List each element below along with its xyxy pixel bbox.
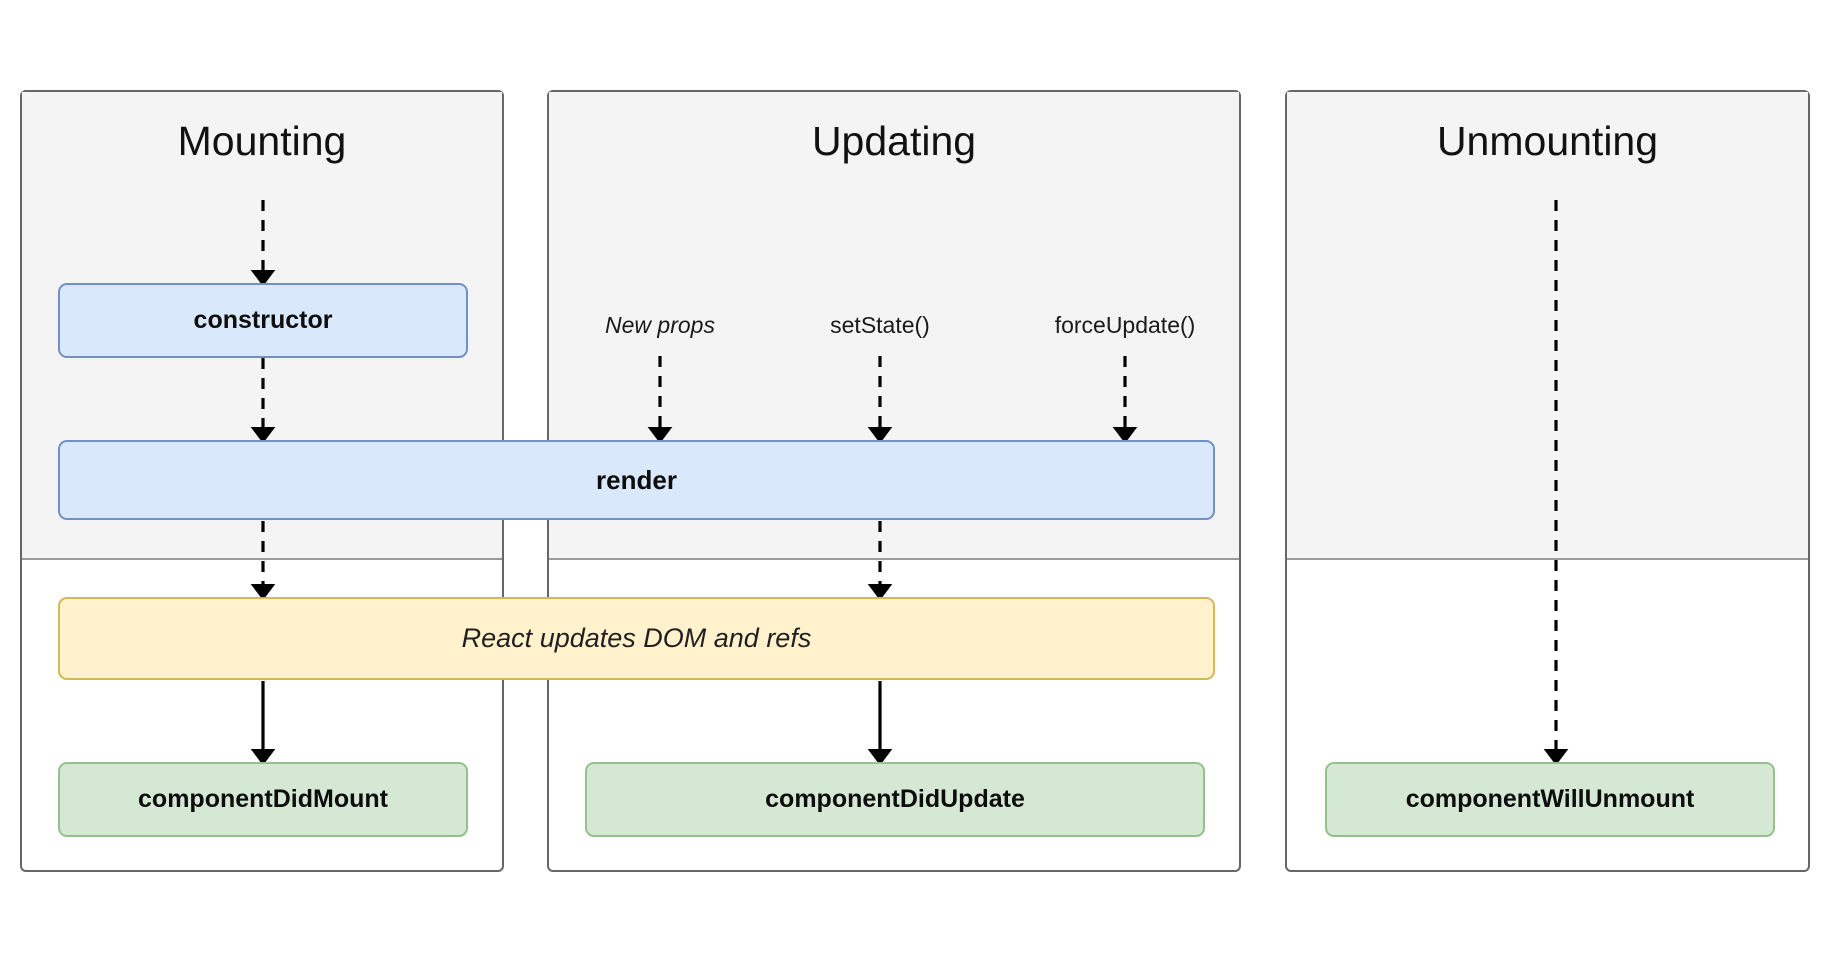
- phase-title-unmounting: Unmounting: [1436, 118, 1659, 164]
- node-constructor-label: constructor: [193, 306, 333, 334]
- node-component-will-unmount-label: componentWillUnmount: [1405, 785, 1695, 813]
- trigger-label-force-update: forceUpdate(): [1054, 312, 1196, 338]
- node-component-did-update[interactable]: componentDidUpdate: [585, 762, 1205, 837]
- trigger-label-new-props: New props: [605, 312, 715, 338]
- node-react-updates-dom-label: React updates DOM and refs: [461, 623, 812, 653]
- node-component-did-update-label: componentDidUpdate: [765, 785, 1025, 813]
- node-constructor[interactable]: constructor: [58, 283, 468, 358]
- node-render-label: render: [596, 464, 677, 495]
- node-component-will-unmount[interactable]: componentWillUnmount: [1325, 762, 1775, 837]
- trigger-label-set-state: setState(): [830, 312, 930, 338]
- node-component-did-mount-label: componentDidMount: [138, 785, 388, 813]
- phase-panel-unmounting: Unmounting: [1285, 90, 1810, 872]
- phase-title-updating: Updating: [811, 118, 977, 164]
- node-react-updates-dom[interactable]: React updates DOM and refs: [58, 597, 1215, 680]
- node-render[interactable]: render: [58, 440, 1215, 520]
- node-component-did-mount[interactable]: componentDidMount: [58, 762, 468, 837]
- phase-title-mounting: Mounting: [177, 118, 347, 164]
- phase-panel-unmounting-render-zone: [1287, 92, 1808, 560]
